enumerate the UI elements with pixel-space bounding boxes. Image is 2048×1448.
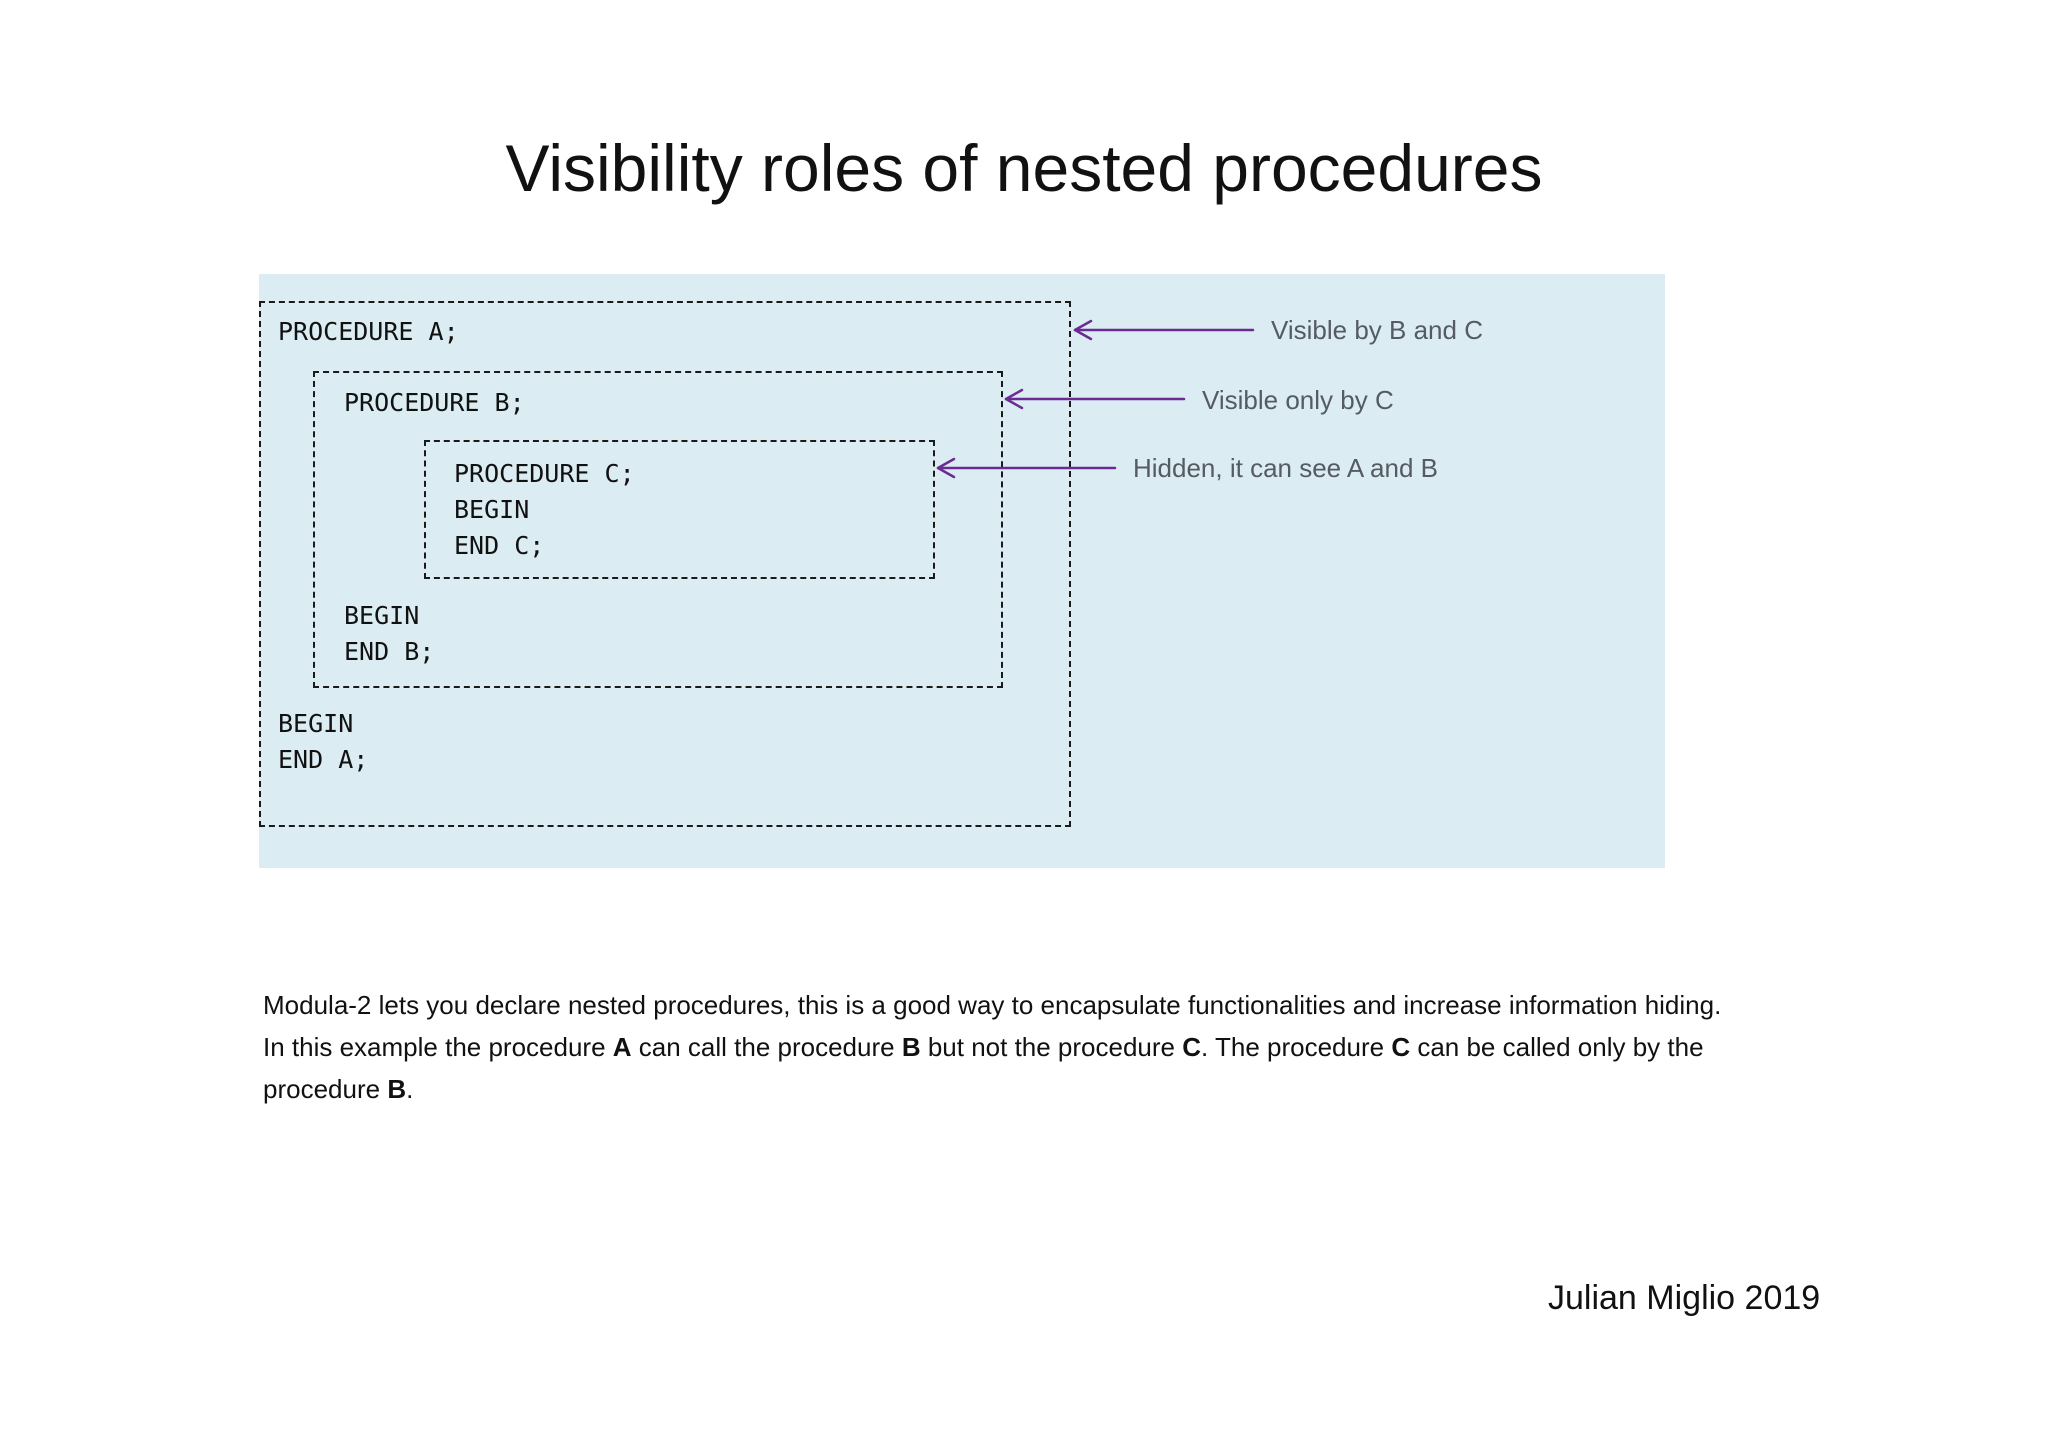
procedure-name: C <box>1182 1032 1202 1062</box>
page-title: Visibility roles of nested procedures <box>505 131 1543 205</box>
procedure-b-header: PROCEDURE B; <box>344 388 525 417</box>
callout-procedure-b: Visible only by C <box>1202 385 1394 415</box>
callout-procedure-a: Visible by B and C <box>1271 315 1483 345</box>
description-line-1: Modula-2 lets you declare nested procedu… <box>263 990 1722 1020</box>
procedure-b-begin: BEGIN <box>344 601 420 630</box>
procedure-a-header: PROCEDURE A; <box>278 317 459 346</box>
procedure-c-box <box>424 440 935 579</box>
procedure-a-begin: BEGIN <box>278 709 354 738</box>
procedure-name: B <box>387 1074 407 1104</box>
description-text: can be called only by the <box>1410 1032 1704 1062</box>
procedure-a-box <box>259 301 1071 827</box>
procedure-name: B <box>901 1032 921 1062</box>
procedure-c-begin: BEGIN <box>454 495 530 524</box>
procedure-c-header: PROCEDURE C; <box>454 459 635 488</box>
description-text: can call the procedure <box>631 1032 902 1062</box>
description-text: . <box>406 1074 414 1104</box>
description-text: In this example the procedure <box>263 1032 613 1062</box>
author-credit: Julian Miglio 2019 <box>1548 1279 1821 1317</box>
description: Modula-2 lets you declare nested procedu… <box>263 984 1863 1110</box>
procedure-a-end: END A; <box>278 745 369 774</box>
procedure-name: A <box>612 1032 632 1062</box>
procedure-name: C <box>1391 1032 1411 1062</box>
procedure-c-end: END C; <box>454 531 545 560</box>
description-text: procedure <box>263 1074 388 1104</box>
callout-procedure-c: Hidden, it can see A and B <box>1133 453 1438 483</box>
description-line-2: In this example the procedure A can call… <box>263 1026 1863 1068</box>
procedure-b-box <box>313 371 1003 688</box>
description-line-3: procedure B. <box>263 1068 1863 1110</box>
procedure-b-end: END B; <box>344 637 435 666</box>
diagram-panel <box>259 274 1665 868</box>
description-text: . The procedure <box>1201 1032 1392 1062</box>
description-text: but not the procedure <box>920 1032 1183 1062</box>
